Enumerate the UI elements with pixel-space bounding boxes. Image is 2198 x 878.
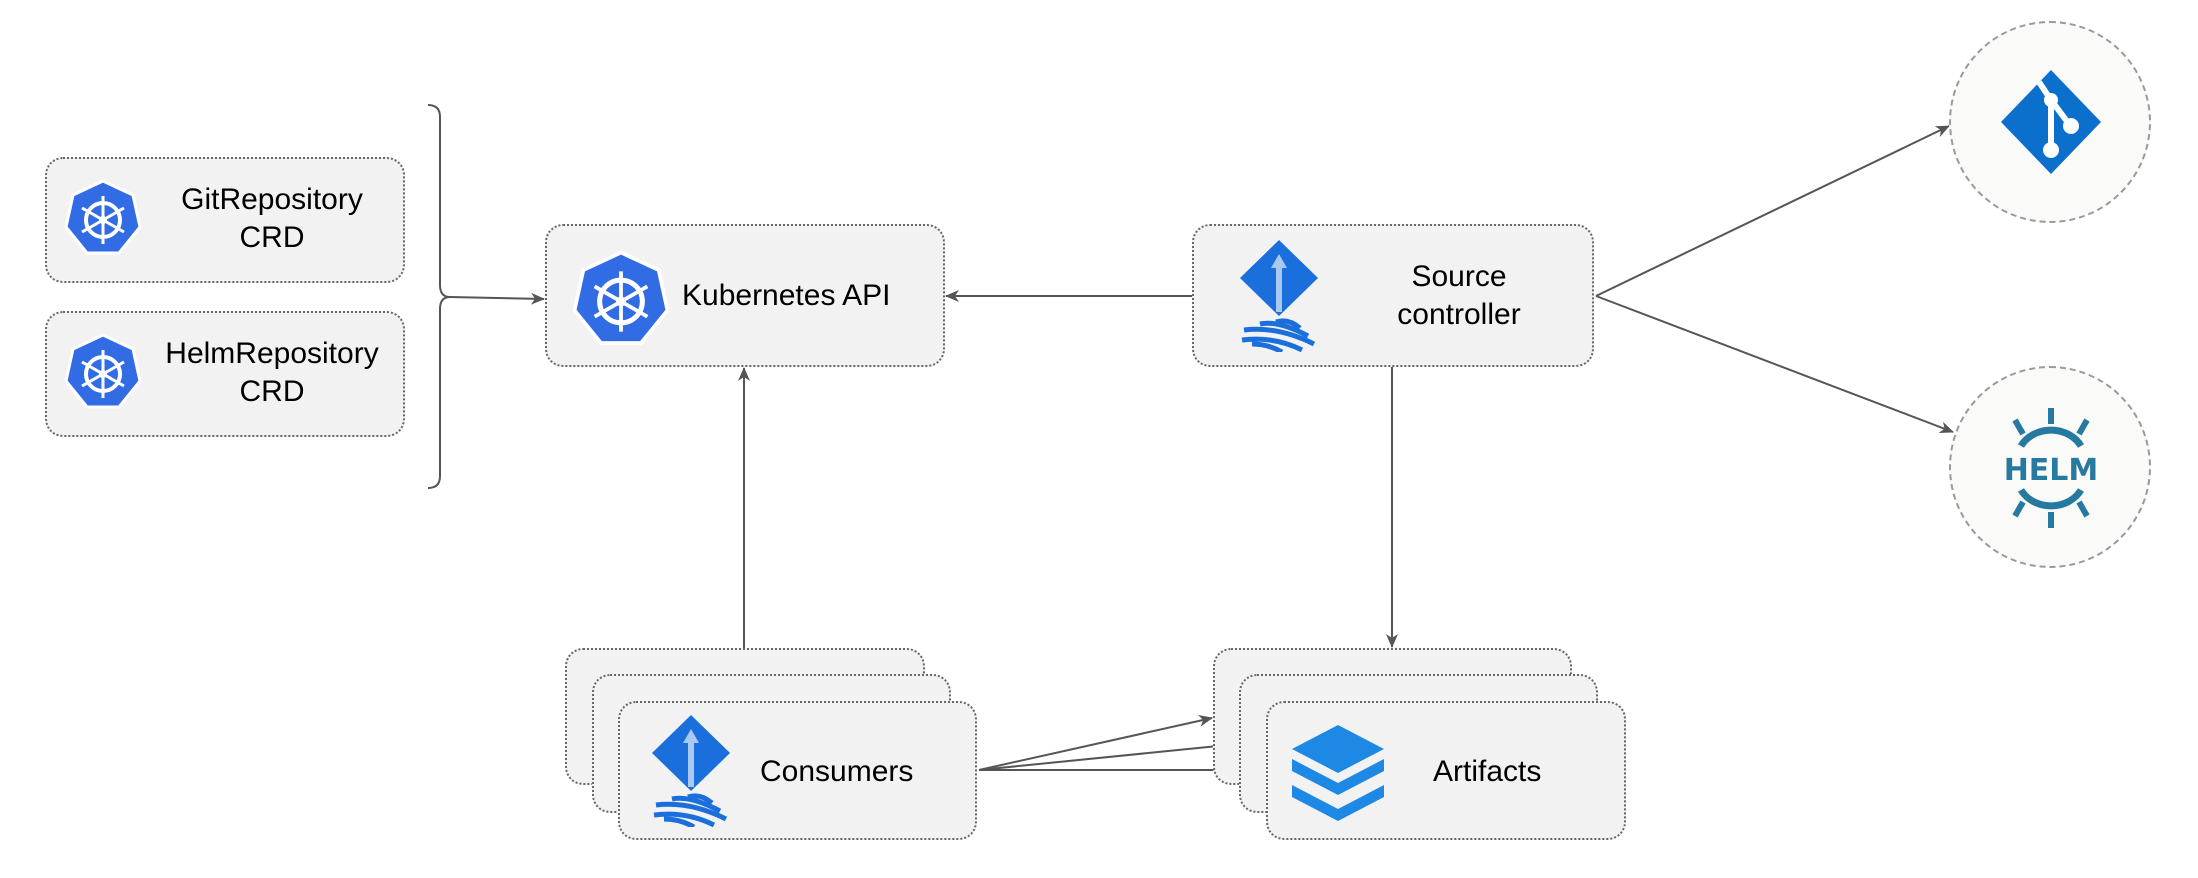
edge-crds-to-api	[449, 292, 545, 305]
node-label-line2: CRD	[239, 221, 305, 254]
artifacts-node[interactable]: Artifacts	[1266, 701, 1626, 840]
kubernetes-icon	[65, 179, 141, 255]
kubernetes-api-node[interactable]: Kubernetes API	[545, 224, 945, 367]
git-repository-crd-node[interactable]: GitRepository CRD	[45, 157, 405, 283]
edge-consumers-to-artifact-2	[978, 739, 1239, 771]
edge-source-to-git	[1595, 125, 1950, 297]
node-label-line1: HelmRepository	[165, 337, 379, 370]
helm-logo-text: HELM	[2004, 453, 2099, 488]
node-label-line1: Source	[1411, 260, 1507, 293]
flux-icon	[652, 715, 730, 827]
helm-repository-crd-node[interactable]: HelmRepository CRD	[45, 311, 405, 437]
node-label-line2: CRD	[239, 375, 305, 408]
kubernetes-icon	[573, 250, 669, 345]
edge-source-to-helm	[1595, 295, 1954, 433]
edge-consumers-to-artifact-1	[978, 714, 1213, 771]
git-node[interactable]	[1949, 21, 2151, 223]
node-label-line1: GitRepository	[181, 183, 363, 216]
helm-node[interactable]: HELM	[1949, 366, 2151, 568]
source-controller-node[interactable]: Source controller	[1192, 224, 1594, 367]
node-label-line2: controller	[1397, 298, 1521, 331]
node-label: Artifacts	[1433, 755, 1542, 788]
consumers-node[interactable]: Consumers	[618, 701, 977, 840]
flux-icon	[1240, 240, 1318, 352]
node-label: Consumers	[760, 755, 914, 788]
git-icon	[2001, 70, 2101, 174]
node-label: Kubernetes API	[682, 279, 891, 312]
helm-icon: HELM	[2004, 408, 2099, 528]
layers-icon	[1292, 725, 1384, 821]
kubernetes-icon	[65, 333, 141, 409]
crd-bracket	[427, 104, 451, 489]
